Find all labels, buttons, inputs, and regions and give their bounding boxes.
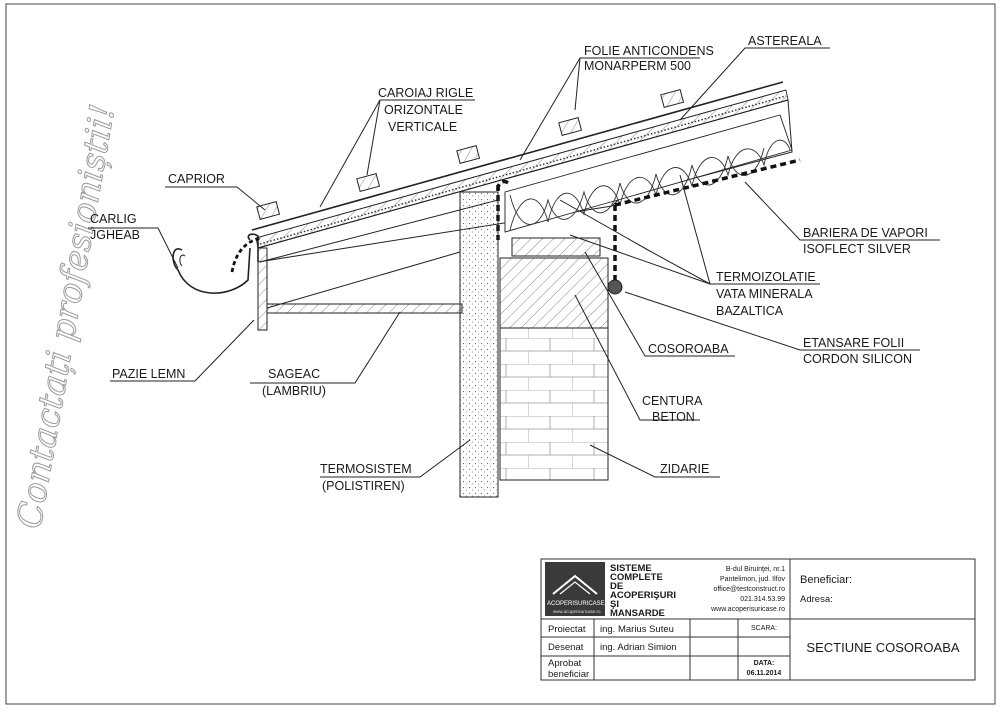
insulation xyxy=(504,114,793,233)
desenat-value: ing. Adrian Simion xyxy=(600,642,677,653)
folie-drip xyxy=(230,236,263,273)
company-line-2: COMPLETE xyxy=(610,572,663,583)
wall-plate xyxy=(511,237,601,257)
company-line-1: SISTEME xyxy=(610,563,652,574)
logo-text: ACOPERISURICASE xyxy=(547,601,605,607)
sheet-border xyxy=(5,3,996,705)
beneficiar-label: Beneficiar: xyxy=(800,574,852,586)
label-sageac-1: SAGEAC xyxy=(268,367,320,381)
soffit xyxy=(266,303,463,314)
label-centura-1: CENTURA xyxy=(642,394,703,408)
sheet-title: SECTIUNE COSOROABA xyxy=(806,640,959,655)
logo: ACOPERISURICASE www.acoperisuricase.ro xyxy=(547,574,605,614)
label-termosistem-2: (POLISTIREN) xyxy=(322,479,405,493)
company-line-5: ŞI xyxy=(610,599,619,610)
address-line-1: B-dul Biruinţei, nr.1 xyxy=(726,566,785,573)
label-zidarie: ZIDARIE xyxy=(660,462,709,476)
label-cosoroaba: COSOROABA xyxy=(648,342,729,356)
label-astereala: ASTEREALA xyxy=(748,34,822,48)
proiectat-value: ing. Marius Suteu xyxy=(600,624,674,635)
company-line-4: ACOPERIŞURI xyxy=(610,590,676,601)
label-termo-3: BAZALTICA xyxy=(716,304,784,318)
company-line-6: MANSARDE xyxy=(610,608,665,619)
label-termosistem-1: TERMOSISTEM xyxy=(320,462,412,476)
label-sageac-2: (LAMBRIU) xyxy=(262,384,326,398)
battens xyxy=(256,89,685,220)
label-centura-2: BETON xyxy=(652,410,695,424)
data-value: 06.11.2014 xyxy=(747,670,782,677)
silicon-bead xyxy=(607,279,623,295)
eps-insulation xyxy=(459,191,499,498)
label-carlig-1: CARLIG xyxy=(90,212,137,226)
label-caroiaj-3: VERTICALE xyxy=(388,120,457,134)
label-etansare-2: CORDON SILICON xyxy=(803,352,912,366)
data-label: DATA: xyxy=(754,660,775,667)
watermark-text: Contactați profesioniștii! xyxy=(9,101,123,531)
title-block xyxy=(540,558,976,681)
aprobat-label-2: beneficiar xyxy=(548,669,589,680)
scara-label: SCARA: xyxy=(751,625,777,632)
label-etansare-1: ETANSARE FOLII xyxy=(803,336,904,350)
title-block-text: SISTEME COMPLETE DE ACOPERIŞURI ŞI MANSA… xyxy=(548,563,960,680)
address-line-3: office@testconstruct.ro xyxy=(713,586,785,593)
label-bariera-1: BARIERA DE VAPORI xyxy=(803,226,928,240)
proiectat-label: Proiectat xyxy=(548,624,586,635)
ring-beam xyxy=(499,257,609,329)
label-termo-2: VATA MINERALA xyxy=(716,287,813,301)
label-bariera-2: ISOFLECT SILVER xyxy=(803,242,911,256)
logo-url: www.acoperisuricase.ro xyxy=(553,609,601,614)
fascia-board xyxy=(257,247,268,331)
desenat-label: Desenat xyxy=(548,642,584,653)
adresa-label: Adresa: xyxy=(800,594,833,605)
label-folie-1: FOLIE ANTICONDENS xyxy=(584,44,714,58)
company-line-3: DE xyxy=(610,581,623,592)
address-line-5: www.acoperisuricase.ro xyxy=(710,606,785,613)
gutter xyxy=(172,233,259,294)
label-caroiaj-1: CAROIAJ RIGLE xyxy=(378,86,473,100)
label-pazie: PAZIE LEMN xyxy=(112,367,185,381)
address-line-2: Pantelimon, jud. Ilfov xyxy=(720,576,785,583)
callout-labels: FOLIE ANTICONDENS MONARPERM 500 ASTEREAL… xyxy=(90,34,928,493)
label-carlig-2: JGHEAB xyxy=(90,228,140,242)
masonry xyxy=(499,327,609,481)
label-caprior: CAPRIOR xyxy=(168,172,225,186)
leader-lines xyxy=(88,47,940,478)
label-termo-1: TERMOIZOLATIE xyxy=(716,270,816,284)
address-line-4: 021.314.53.99 xyxy=(740,596,785,603)
label-folie-2: MONARPERM 500 xyxy=(584,59,691,73)
aprobat-label-1: Aprobat xyxy=(548,658,582,669)
label-caroiaj-2: ORIZONTALE xyxy=(384,103,463,117)
